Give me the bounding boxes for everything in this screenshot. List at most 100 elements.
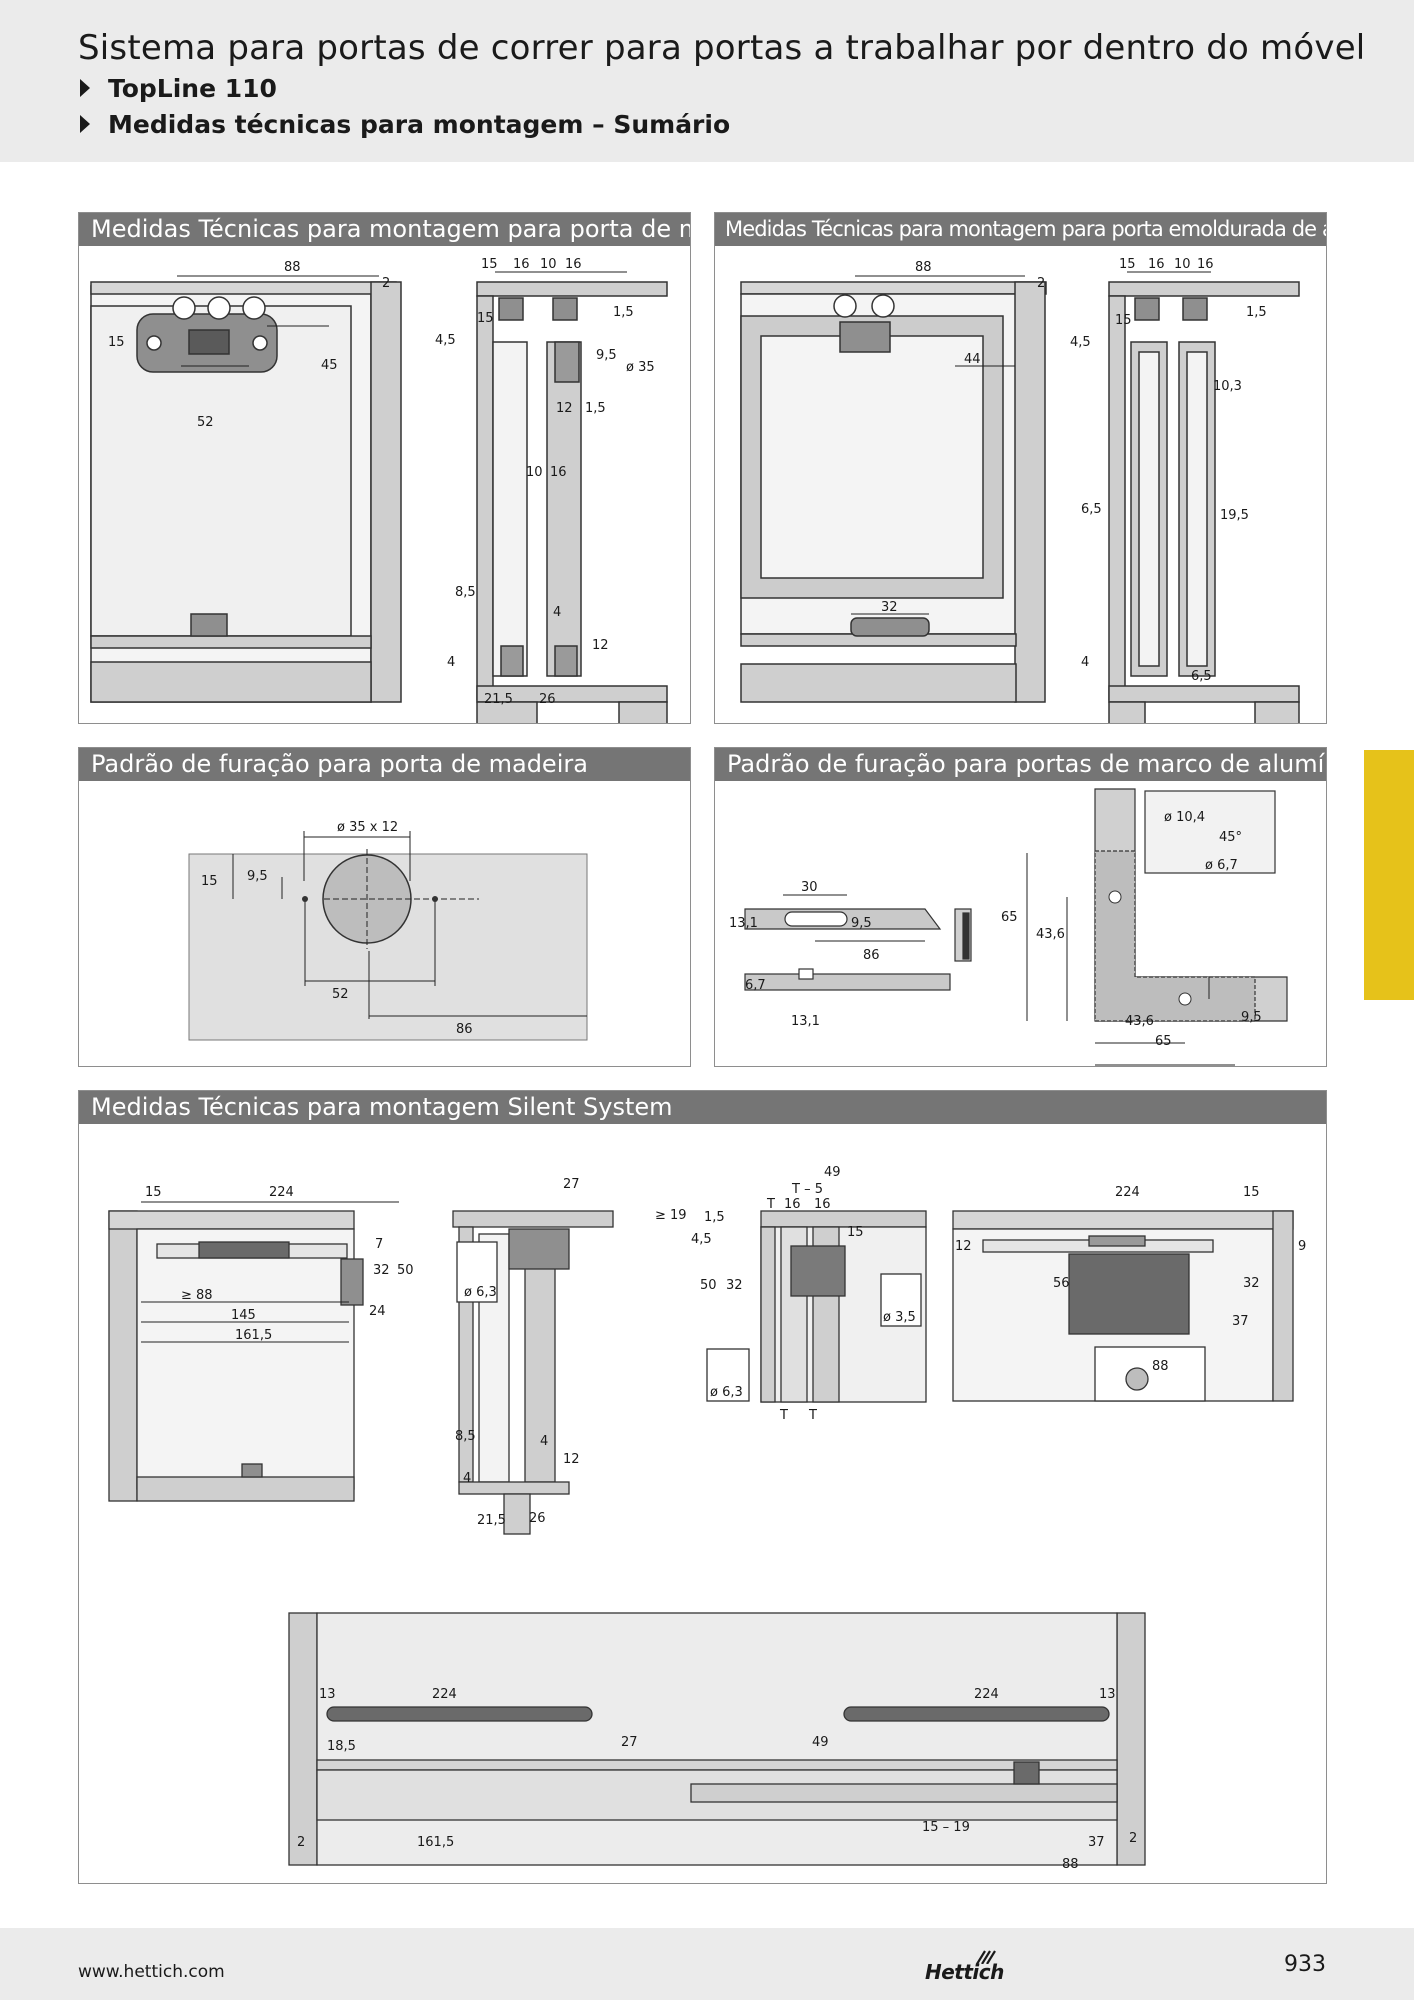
dim-label: 45 (321, 358, 338, 373)
dim-label: 15 (847, 1225, 864, 1240)
section-tab (1364, 750, 1414, 1000)
dim-label: 12 (592, 638, 609, 653)
wood-drilling-diagram: ø 35 x 12 15 9,5 52 86 (188, 820, 588, 1041)
dim-label: 37 (1232, 1314, 1249, 1329)
dim-label: 6,5 (1081, 502, 1102, 517)
panel-wood-drilling-pattern: Padrão de furação para porta de madeira … (78, 747, 691, 1067)
dim-label: 13,1 (729, 916, 758, 931)
dim-label: T (779, 1408, 788, 1423)
dim-label: ø 6,7 (1205, 858, 1238, 873)
dim-label: 26 (539, 692, 556, 707)
dim-label: 1,5 (585, 401, 606, 416)
dim-label: 8,5 (455, 585, 476, 600)
dim-label: 16 (1197, 257, 1214, 272)
dim-label: ø 6,3 (710, 1385, 743, 1400)
dim-label: 19,5 (1220, 508, 1249, 523)
dim-label: 2 (1037, 276, 1045, 291)
dim-label: 50 (700, 1278, 717, 1293)
dim-label: 86 (456, 1022, 473, 1037)
dim-label: 45° (1219, 830, 1242, 845)
dim-label: 32 (373, 1263, 390, 1278)
panel-alu-drilling-pattern: Padrão de furação para portas de marco d… (714, 747, 1327, 1067)
dim-label: 26 (529, 1511, 546, 1526)
dim-label: 88 (1152, 1359, 1169, 1374)
dim-label: 27 (563, 1177, 580, 1192)
dim-label: 49 (824, 1165, 841, 1180)
dim-label: 15 (1115, 313, 1132, 328)
dim-label: 145 (231, 1308, 256, 1323)
dim-label: 161,5 (417, 1835, 454, 1850)
dim-label: 27 (621, 1735, 638, 1750)
panel-title: Padrão de furação para portas de marco d… (715, 748, 1326, 781)
dim-label: 21,5 (477, 1513, 506, 1528)
page-header (0, 0, 1414, 162)
triangle-bullet-icon (80, 79, 90, 97)
dim-label: 30 (801, 880, 818, 895)
subtitle-topline: TopLine 110 (80, 74, 277, 103)
alu-door-mounting-diagram: 88 2 44 32 15 16 10 16 15 4,5 1,5 10,3 6… (740, 257, 1300, 723)
dim-label: 10 (540, 257, 557, 272)
dim-label: 224 (432, 1687, 457, 1702)
dim-label: 88 (284, 260, 301, 275)
dim-label: ≥ 19 (655, 1208, 687, 1223)
dim-label: 13 (1099, 1687, 1116, 1702)
panel-title: Medidas Técnicas para montagem para port… (715, 213, 1326, 246)
dim-label: 1,5 (1246, 305, 1267, 320)
dim-label: 15 (477, 311, 494, 326)
dim-label: 86 (863, 948, 880, 963)
dim-label: 15 (1243, 1185, 1260, 1200)
dim-label: 65 (1001, 910, 1018, 925)
dim-label: 4 (463, 1471, 471, 1486)
dim-label: 6,5 (1191, 669, 1212, 684)
panel-title: Padrão de furação para porta de madeira (79, 748, 690, 781)
dim-label: 37 (1088, 1835, 1105, 1850)
dim-label: 9,5 (851, 916, 872, 931)
dim-label: 32 (726, 1278, 743, 1293)
dim-label: T (766, 1197, 775, 1212)
panel-silent-system: Medidas Técnicas para montagem Silent Sy… (78, 1090, 1327, 1884)
dim-label: 50 (397, 1263, 414, 1278)
dim-label: 56 (1053, 1276, 1070, 1291)
dim-label: 4 (553, 605, 561, 620)
dim-label: T – 5 (791, 1182, 823, 1197)
dim-label: 15 (145, 1185, 162, 1200)
dim-label: 18,5 (327, 1739, 356, 1754)
logo-mark-icon (976, 1950, 996, 1964)
dim-label: 16 (814, 1197, 831, 1212)
page-title: Sistema para portas de correr para porta… (78, 28, 1366, 68)
footer-url[interactable]: www.hettich.com (78, 1962, 225, 1982)
dim-label: 4,5 (691, 1232, 712, 1247)
dim-label: 12 (563, 1452, 580, 1467)
page-footer (0, 1928, 1414, 2000)
dim-label: 88 (915, 260, 932, 275)
dim-label: 16 (1148, 257, 1165, 272)
dim-label: 8,5 (455, 1429, 476, 1444)
dim-label: 15 – 19 (922, 1820, 970, 1835)
dim-label: 10 (526, 465, 543, 480)
dim-label: 6,7 (745, 978, 766, 993)
dim-label: ø 35 (626, 360, 655, 375)
dim-label: 16 (550, 465, 567, 480)
dim-label: 224 (269, 1185, 294, 1200)
subtitle-summary: Medidas técnicas para montagem – Sumário (80, 110, 730, 139)
panel-wood-door-mounting: Medidas Técnicas para montagem para port… (78, 212, 691, 724)
dim-label: 4 (1081, 655, 1089, 670)
dim-label: 161,5 (235, 1328, 272, 1343)
panel-title: Medidas Técnicas para montagem Silent Sy… (79, 1091, 1326, 1124)
dim-label: 15 (201, 874, 218, 889)
dim-label: 15 (1119, 257, 1136, 272)
dim-label: 13,1 (791, 1014, 820, 1029)
dim-label: 9,5 (1241, 1010, 1262, 1025)
dim-label: 16 (513, 257, 530, 272)
hettich-logo: Hettich (925, 1950, 1004, 1984)
dim-label: 2 (382, 276, 390, 291)
dim-label: 52 (197, 415, 214, 430)
dim-label: 43,6 (1125, 1014, 1154, 1029)
dim-label: 49 (812, 1735, 829, 1750)
dim-label: 224 (1115, 1185, 1140, 1200)
brand-name: Hettich (925, 1960, 1004, 1984)
dim-label: 16 (784, 1197, 801, 1212)
dim-label: 43,6 (1036, 927, 1065, 942)
panel-title: Medidas Técnicas para montagem para port… (79, 213, 690, 246)
dim-label: 88 (1062, 1857, 1079, 1872)
